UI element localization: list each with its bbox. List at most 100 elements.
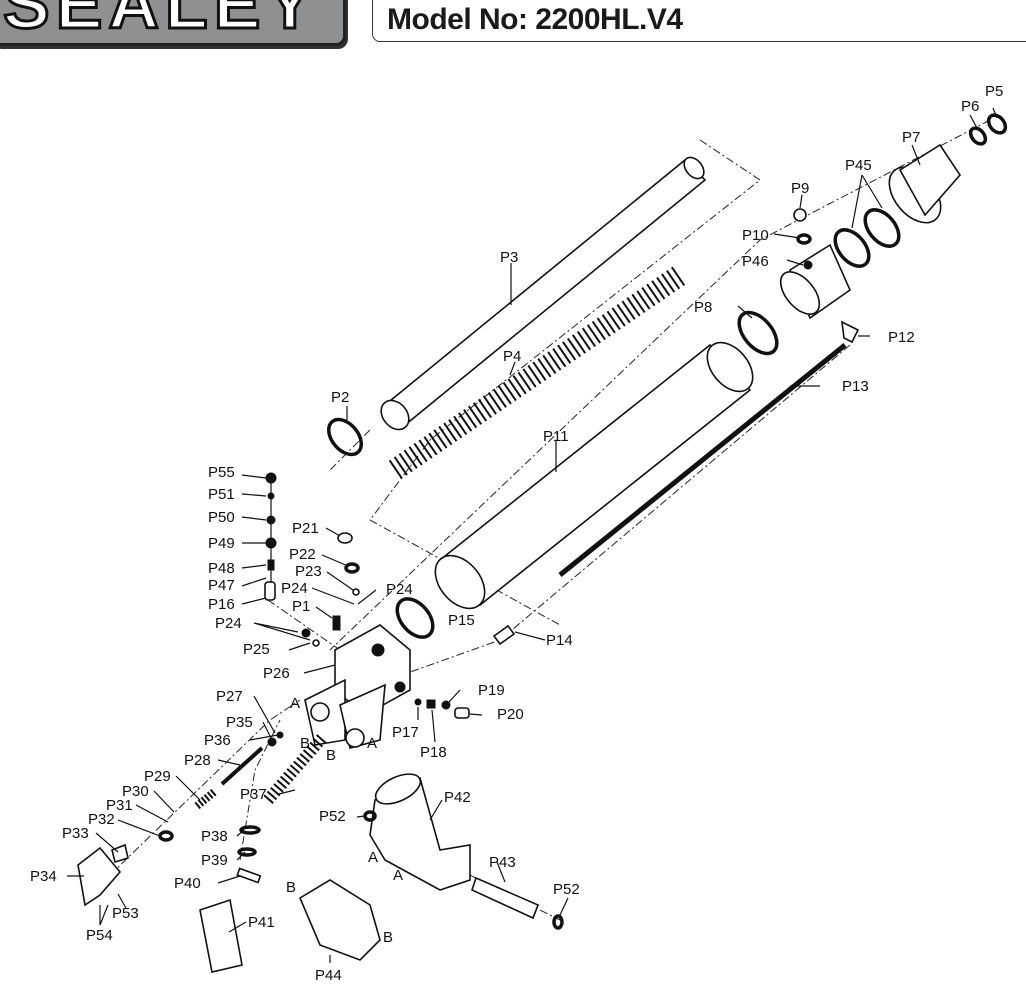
part-p34-handle-bracket <box>77 846 122 907</box>
label-p5: P5 <box>985 83 1003 100</box>
assembly-markers: A B B A A A B B <box>286 695 403 946</box>
part-p3-ram <box>380 156 707 431</box>
label-p7: P7 <box>902 129 920 146</box>
marker-b: B <box>286 879 296 896</box>
part-p35-ball <box>267 737 277 747</box>
sealey-logo: SEALEY <box>0 0 346 46</box>
part-p8-oring <box>737 310 779 356</box>
part-valve-stack <box>264 472 277 601</box>
label-p38: P38 <box>201 828 228 845</box>
label-p40: P40 <box>174 875 201 892</box>
label-p29: P29 <box>144 768 171 785</box>
label-p44: P44 <box>315 967 342 984</box>
label-p47: P47 <box>208 577 235 594</box>
part-p42-socket <box>369 773 471 891</box>
part-p24-ball <box>301 628 311 638</box>
part-p25-ball <box>312 639 320 647</box>
part-p6-ring <box>968 126 988 146</box>
marker-b: B <box>300 735 310 752</box>
label-p27: P27 <box>216 688 243 705</box>
label-p26: P26 <box>263 665 290 682</box>
part-p43-pin <box>471 876 540 920</box>
part-p52-clip <box>552 914 564 930</box>
label-p14: P14 <box>546 632 573 649</box>
part-p12-elbow <box>841 320 860 344</box>
part-p10-washer <box>796 233 812 245</box>
part-p32-ring <box>158 830 174 842</box>
label-p28: P28 <box>184 752 211 769</box>
part-p20-plug <box>454 707 470 719</box>
label-p1: P1 <box>292 598 310 615</box>
part-p18 <box>426 699 436 709</box>
model-title-box: Model No: 2200HL.V4 <box>372 0 1026 42</box>
marker-a: A <box>367 735 377 752</box>
marker-a: A <box>393 867 403 884</box>
label-p6: P6 <box>961 98 979 115</box>
part-p9-screw <box>793 208 807 222</box>
label-p22: P22 <box>289 546 316 563</box>
label-p15: P15 <box>448 612 475 629</box>
marker-a: A <box>290 695 300 712</box>
label-p45: P45 <box>845 157 872 174</box>
label-p20: P20 <box>497 706 524 723</box>
leader-lines <box>67 107 998 963</box>
label-p50: P50 <box>208 509 235 526</box>
label-p11: P11 <box>543 428 569 445</box>
part-p1-screw <box>332 615 341 631</box>
marker-a: A <box>368 849 378 866</box>
part-p7-head <box>888 143 962 224</box>
label-p4: P4 <box>503 348 521 365</box>
label-p17: P17 <box>392 724 419 741</box>
label-p42: P42 <box>444 789 471 806</box>
part-p23-ball <box>352 588 360 596</box>
label-p51: P51 <box>208 486 235 503</box>
label-p19: P19 <box>478 682 505 699</box>
part-p46-collar <box>779 243 851 320</box>
label-p52: P52 <box>319 808 346 825</box>
label-p43: P43 <box>489 854 516 871</box>
label-p24: P24 <box>386 581 413 598</box>
part-p33-nut <box>111 843 129 864</box>
label-p52: P52 <box>553 881 580 898</box>
part-p15-oring <box>395 597 435 639</box>
part-p44-bracket <box>298 879 381 961</box>
part-p38-ring <box>239 825 261 835</box>
label-p46: P46 <box>742 253 769 270</box>
label-p16: P16 <box>208 596 235 613</box>
marker-b: B <box>326 747 336 764</box>
part-p19 <box>441 700 451 710</box>
label-p49: P49 <box>208 535 235 552</box>
label-p10: P10 <box>742 227 769 244</box>
label-p9: P9 <box>791 180 809 197</box>
part-p39-ring <box>237 847 257 857</box>
label-p30: P30 <box>122 783 149 800</box>
label-p18: P18 <box>420 744 447 761</box>
part-p21-plug <box>337 532 353 544</box>
label-p54: P54 <box>86 927 113 944</box>
label-p36: P36 <box>204 732 231 749</box>
part-p17 <box>414 698 422 706</box>
part-p40-pin <box>236 867 262 884</box>
part-p14-fitting <box>492 624 516 646</box>
part-p45-oring <box>863 208 901 248</box>
label-p12: P12 <box>888 329 915 346</box>
part-p5-ring <box>986 113 1008 135</box>
label-p53: P53 <box>112 905 139 922</box>
part-p45-oring <box>833 228 871 268</box>
label-p39: P39 <box>201 852 228 869</box>
part-p13-tube <box>558 343 847 577</box>
label-p33: P33 <box>62 825 89 842</box>
label-p35: P35 <box>226 714 253 731</box>
label-p37: P37 <box>240 786 267 803</box>
part-p26-pump-body <box>304 624 411 749</box>
part-p2-seal <box>326 417 364 457</box>
part-p22-seal <box>344 562 360 574</box>
label-p48: P48 <box>208 560 235 577</box>
part-labels: P5 P6 P7 P9 P45 P10 P46 P3 P8 P12 P13 P4… <box>30 83 1003 984</box>
label-p21: P21 <box>292 520 319 537</box>
part-p52-clip <box>363 810 377 822</box>
part-p41-tube <box>199 898 243 973</box>
label-p31: P31 <box>106 797 133 814</box>
label-p24: P24 <box>281 580 308 597</box>
